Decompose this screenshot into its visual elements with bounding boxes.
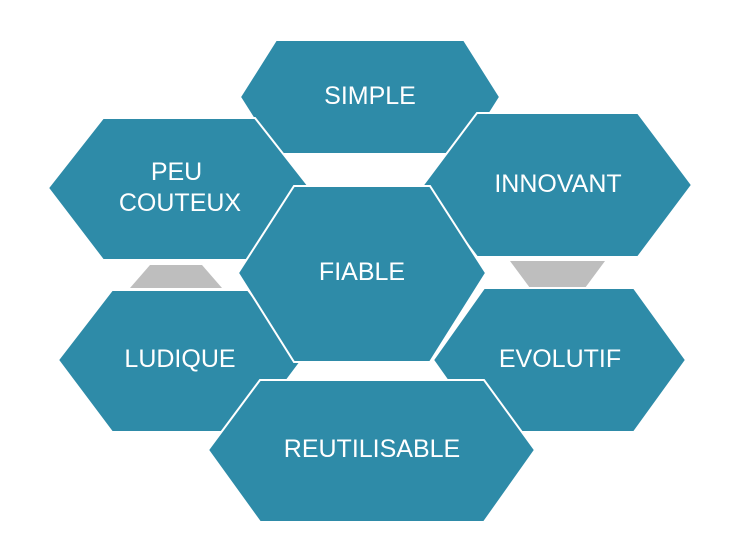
hexagon-peu-couteux-label: PEU COUTEUX <box>119 158 242 217</box>
hexagon-evolutif-label: EVOLUTIF <box>499 345 621 373</box>
hexagon-simple-label: SIMPLE <box>324 82 416 110</box>
hexagon-reutilisable: REUTILISABLE <box>206 379 537 523</box>
hexagon-innovant-shape <box>421 112 694 258</box>
connector-right <box>510 261 605 288</box>
hexagon-innovant-label: INNOVANT <box>494 170 621 198</box>
hexagon-fiable-label: FIABLE <box>319 258 405 286</box>
hexagon-simple: SIMPLE <box>238 39 502 155</box>
hexagon-reutilisable-label: REUTILISABLE <box>284 435 460 463</box>
hexagon-fiable-shape <box>236 185 488 363</box>
hexagon-fiable: FIABLE <box>236 185 488 363</box>
connector-left <box>130 265 222 288</box>
hexagon-innovant: INNOVANT <box>421 112 694 258</box>
hexagon-ludique: LUDIQUE <box>56 289 304 433</box>
hexagon-reutilisable-shape <box>206 379 537 523</box>
hexagon-ludique-label: LUDIQUE <box>124 345 235 373</box>
hexagon-peu-couteux: PEU COUTEUX <box>46 117 312 261</box>
